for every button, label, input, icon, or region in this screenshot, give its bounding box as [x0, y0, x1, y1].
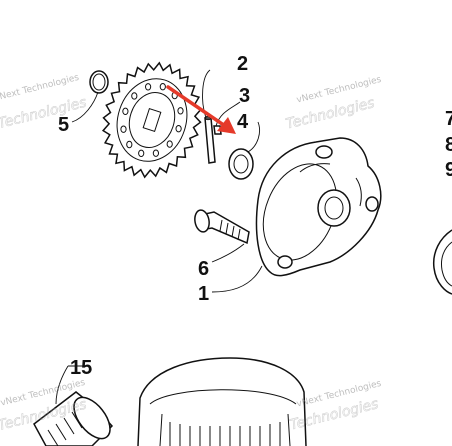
callout-7: 7	[445, 108, 452, 130]
gear-hole	[145, 83, 152, 91]
gear-hole	[166, 140, 173, 148]
gear-hole	[177, 107, 184, 115]
fitting-part-15	[33, 391, 114, 446]
oil-filter-part	[137, 357, 307, 446]
gear-hole	[175, 125, 182, 133]
bolt-part-6	[194, 209, 250, 245]
oil-pump-housing-part-1	[255, 137, 382, 277]
sprocket-gear	[101, 61, 203, 179]
red-arrow-indicator	[166, 85, 236, 134]
key-part-2	[213, 125, 222, 135]
callout-15: 15	[70, 357, 92, 379]
gear-hole	[120, 125, 127, 133]
gear-hole	[152, 149, 159, 157]
callout-6: 6	[198, 258, 209, 280]
leader-lines	[55, 69, 263, 405]
partial-part-right	[432, 229, 452, 295]
callout-2: 2	[237, 53, 248, 75]
snap-ring-part-5	[89, 70, 109, 94]
gear-hole	[122, 107, 129, 116]
watermark-big-1: Technologies	[0, 95, 88, 132]
callout-5: 5	[58, 114, 69, 136]
gear-hole	[138, 149, 145, 158]
washer-part-4	[228, 148, 254, 180]
gear-hole	[159, 83, 166, 91]
callout-3: 3	[239, 85, 250, 107]
gear-hole	[131, 92, 138, 100]
dowel-pin-part-3	[204, 115, 216, 164]
callout-9: 9	[445, 159, 452, 181]
callout-1: 1	[198, 283, 209, 305]
callout-8: 8	[445, 134, 452, 156]
gear-hole	[126, 140, 133, 149]
callout-4: 4	[237, 111, 249, 133]
